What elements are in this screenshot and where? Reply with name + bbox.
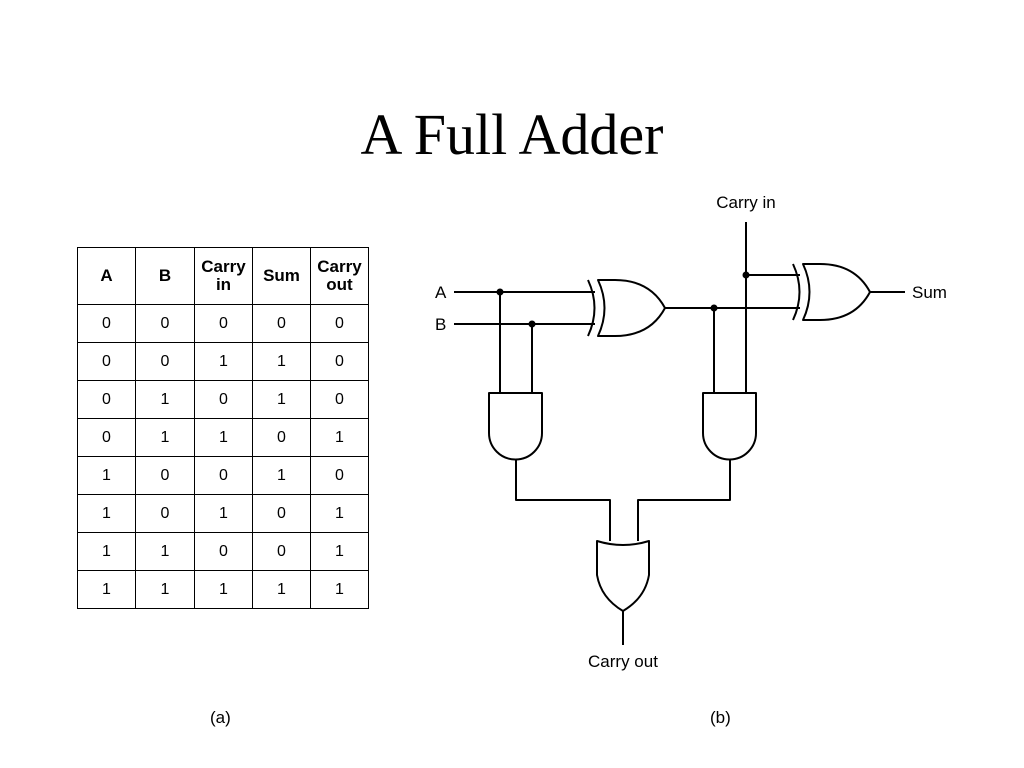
header-a: A [77, 247, 136, 305]
header-carry-in-line2: in [215, 275, 232, 294]
header-sum: Sum [252, 247, 311, 305]
junction-dot [496, 288, 504, 296]
table-cell: 1 [252, 570, 311, 609]
table-cell: 0 [194, 380, 253, 419]
table-cell: 1 [77, 570, 136, 609]
table-cell: 0 [135, 304, 195, 343]
header-sum-label: Sum [263, 266, 300, 285]
table-cell: 1 [77, 532, 136, 571]
label-carry-out: Carry out [588, 652, 658, 671]
table-cell: 1 [135, 532, 195, 571]
table-cell: 0 [252, 304, 311, 343]
slide-title: A Full Adder [360, 102, 664, 167]
table-cell: 0 [252, 494, 311, 533]
table-cell: 1 [135, 380, 195, 419]
table-cell: 1 [252, 456, 311, 495]
table-cell: 1 [194, 418, 253, 457]
table-cell: 0 [310, 380, 369, 419]
xor-gate-2 [792, 263, 871, 321]
table-cell: 0 [194, 456, 253, 495]
table-cell: 0 [77, 304, 136, 343]
table-cell: 0 [310, 304, 369, 343]
and-gate-1 [488, 392, 543, 461]
and-gate-2 [702, 392, 757, 461]
junction-dot [528, 320, 536, 328]
label-input-a: A [435, 283, 447, 302]
label-input-b: B [435, 315, 446, 334]
header-a-label: A [100, 266, 113, 285]
junction-dot [710, 304, 718, 312]
table-cell: 1 [77, 456, 136, 495]
wire-and1-to-or [515, 460, 611, 541]
table-cell: 0 [310, 456, 369, 495]
label-carry-in: Carry in [716, 193, 776, 212]
caption-a: (a) [210, 708, 231, 727]
label-sum: Sum [912, 283, 947, 302]
junction-dot [742, 271, 750, 279]
header-b: B [135, 247, 195, 305]
table-cell: 0 [310, 342, 369, 381]
table-cell: 1 [194, 342, 253, 381]
table-cell: 1 [310, 494, 369, 533]
table-cell: 1 [310, 570, 369, 609]
wire-and2-to-or [637, 460, 731, 541]
header-carry-out-line1: Carry [317, 257, 362, 276]
table-cell: 0 [77, 418, 136, 457]
caption-b: (b) [710, 708, 731, 727]
table-cell: 1 [194, 570, 253, 609]
header-carry-in-line1: Carry [201, 257, 246, 276]
table-cell: 0 [194, 304, 253, 343]
table-cell: 1 [310, 418, 369, 457]
xor-gate-1 [587, 279, 666, 337]
header-carry-out-line2: out [326, 275, 353, 294]
or-gate [596, 540, 650, 612]
header-b-label: B [158, 266, 172, 285]
